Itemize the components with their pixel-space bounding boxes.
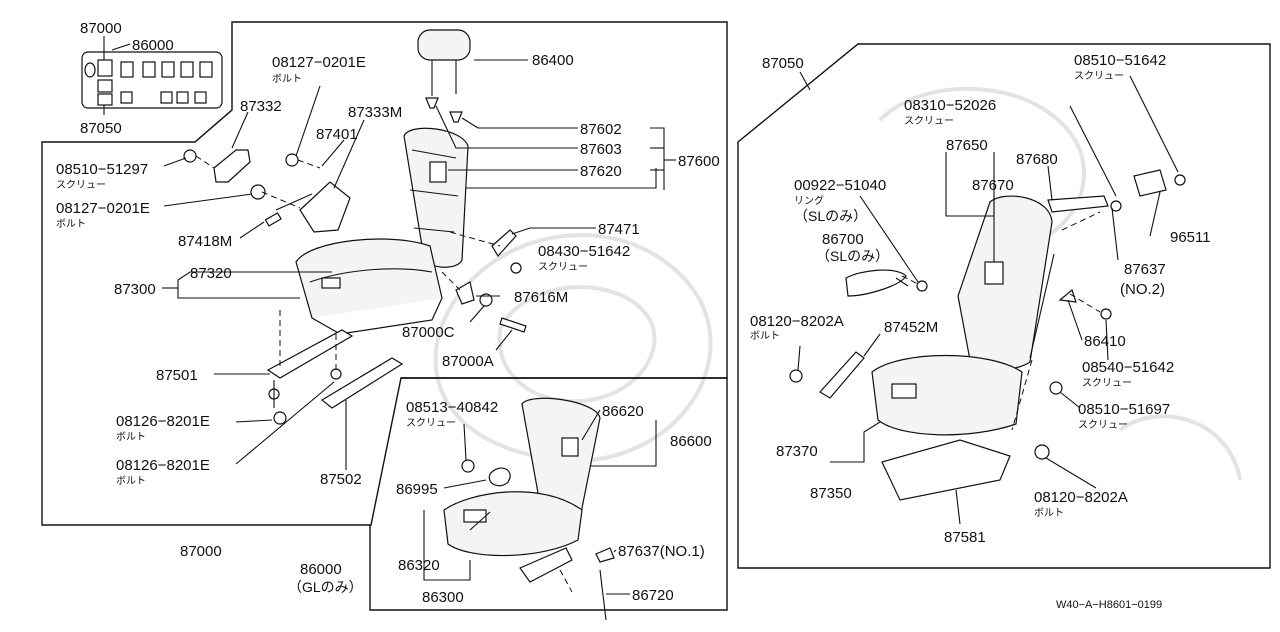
rear-seat-frame xyxy=(369,377,728,611)
label-screw-g: スクリュー xyxy=(1078,419,1128,431)
label-08126-8201E-b: 08126−8201E xyxy=(116,457,210,474)
label-ring: リング xyxy=(794,194,824,207)
label-bolt-a: ボルト xyxy=(272,73,302,85)
label-86000-top: 86000 xyxy=(132,37,174,54)
label-screw-b: スクリュー xyxy=(538,261,588,273)
label-bolt-d: ボルト xyxy=(116,475,146,487)
rear-seat-drawing xyxy=(443,397,615,621)
label-86400: 86400 xyxy=(532,52,574,69)
label-08540-51642: 08540−51642 xyxy=(1082,359,1174,376)
label-87637-no2b: (NO.2) xyxy=(1120,281,1165,298)
watermark xyxy=(433,86,1242,481)
label-08127-0201E-a: 08127−0201E xyxy=(272,54,366,71)
label-87000C: 87000C xyxy=(402,324,455,341)
diagram-frames xyxy=(41,21,1271,611)
label-86000-bottom: 86000 xyxy=(300,561,342,578)
label-87000A: 87000A xyxy=(442,353,494,370)
label-screw-c: スクリュー xyxy=(406,417,456,429)
label-86995: 86995 xyxy=(396,481,438,498)
label-bolt-c: ボルト xyxy=(116,431,146,443)
label-bolt-e: ボルト xyxy=(750,330,780,342)
label-87050-inset: 87050 xyxy=(80,120,122,137)
label-08510-51697: 08510−51697 xyxy=(1078,401,1170,418)
label-86600: 86600 xyxy=(670,433,712,450)
label-87000-top: 87000 xyxy=(80,20,122,37)
label-87332: 87332 xyxy=(240,98,282,115)
label-gl-only: （GLのみ） xyxy=(288,579,363,595)
label-87620: 87620 xyxy=(580,163,622,180)
leader-lines xyxy=(162,59,1179,595)
label-87370: 87370 xyxy=(776,443,818,460)
label-87501: 87501 xyxy=(156,367,198,384)
label-87050-right: 87050 xyxy=(762,55,804,72)
label-87603: 87603 xyxy=(580,141,622,158)
label-screw-a: スクリュー xyxy=(56,179,106,191)
label-87320: 87320 xyxy=(190,265,232,282)
label-screw-f: スクリュー xyxy=(1082,377,1132,389)
label-87471: 87471 xyxy=(598,221,640,238)
label-87581: 87581 xyxy=(944,529,986,546)
label-08430-51642: 08430−51642 xyxy=(538,243,630,260)
label-08510-51297: 08510−51297 xyxy=(56,161,148,178)
label-86320: 86320 xyxy=(398,557,440,574)
label-87452M: 87452M xyxy=(884,319,938,336)
label-87000-bottom: 87000 xyxy=(180,543,222,560)
label-86700: 86700 xyxy=(822,231,864,248)
label-bolt-b: ボルト xyxy=(56,218,86,230)
label-87650: 87650 xyxy=(946,137,988,154)
label-sl-only-b: （SLのみ） xyxy=(816,248,889,264)
label-08120-8202A-b: 08120−8202A xyxy=(1034,489,1128,506)
label-87680: 87680 xyxy=(1016,151,1058,168)
label-87333M: 87333M xyxy=(348,104,402,121)
right-seat-drawing xyxy=(789,169,1186,501)
label-08513-40842: 08513−40842 xyxy=(406,399,498,416)
diagram-code: W40−A−H8601−0199 xyxy=(1056,599,1162,611)
label-87670: 87670 xyxy=(972,177,1014,194)
label-86410: 86410 xyxy=(1084,333,1126,350)
label-86620: 86620 xyxy=(602,403,644,420)
label-87637-no2a: 87637 xyxy=(1124,261,1166,278)
label-87300: 87300 xyxy=(114,281,156,298)
label-87418M: 87418M xyxy=(178,233,232,250)
label-bolt-f: ボルト xyxy=(1034,507,1064,519)
label-08126-8201E-a: 08126−8201E xyxy=(116,413,210,430)
label-87602: 87602 xyxy=(580,121,622,138)
label-screw-e: スクリュー xyxy=(904,115,954,127)
label-87600: 87600 xyxy=(678,153,720,170)
label-screw-d: スクリュー xyxy=(1074,70,1124,82)
label-08310-52026: 08310−52026 xyxy=(904,97,996,114)
right-seat-frame xyxy=(737,43,1271,569)
part-labels: 87000 86000 87050 08127−0201E ボルト 86400 … xyxy=(56,20,1211,611)
label-86720: 86720 xyxy=(632,587,674,604)
label-86300: 86300 xyxy=(422,589,464,606)
label-sl-only-a: （SLのみ） xyxy=(794,208,867,224)
label-87637-no1: 87637(NO.1) xyxy=(618,543,705,560)
label-87401: 87401 xyxy=(316,126,358,143)
label-08120-8202A-a: 08120−8202A xyxy=(750,313,844,330)
label-96511: 96511 xyxy=(1170,229,1211,246)
label-08127-0201E-b: 08127−0201E xyxy=(56,200,150,217)
label-87502: 87502 xyxy=(320,471,362,488)
label-00922-51040: 00922−51040 xyxy=(794,177,886,194)
seat-layout-inset xyxy=(81,36,223,115)
label-87616M: 87616M xyxy=(514,289,568,306)
label-08510-51642: 08510−51642 xyxy=(1074,52,1166,69)
front-seat-drawing xyxy=(183,29,527,425)
label-87350: 87350 xyxy=(810,485,852,502)
